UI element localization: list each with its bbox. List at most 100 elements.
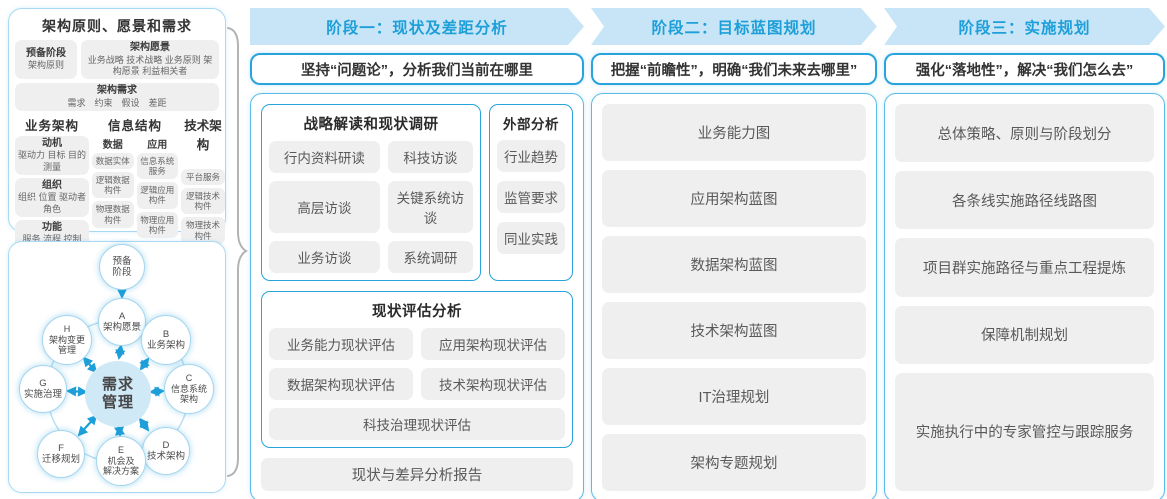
business-architecture-title: 业务架构 [24, 118, 79, 133]
requirement-text: 需求 约束 假设 差距 [67, 97, 167, 108]
gap-analysis-report-box: 现状与差异分析报告 [261, 458, 573, 491]
function-title: 功能 [42, 221, 62, 233]
adm-node-f-migration: F 迁移规划 [37, 430, 85, 478]
item-box: 科技访谈 [387, 141, 473, 173]
item-box: 技术架构现状评估 [421, 368, 565, 400]
architecture-framework-panel: 架构原则、愿景和需求 预备阶段 架构原则 架构愿景 业务战略 技术战略 业务原则… [8, 8, 226, 306]
item-box: 物理数据构件 [92, 201, 134, 228]
requirement-title: 架构需求 [97, 85, 137, 96]
item-box: 监管要求 [497, 181, 565, 213]
adm-node-preliminary: 预备 阶段 [99, 244, 145, 290]
phase-1-slogan: 坚持“问题论”，分析我们当前在哪里 [250, 53, 584, 85]
external-analysis-title: 外部分析 [503, 117, 559, 132]
item-box: 逻辑应用构件 [136, 182, 178, 209]
brace-connector [226, 0, 248, 499]
item-box: 业务访谈 [269, 241, 380, 273]
adm-node-d-technology: D 技术架构 [142, 427, 190, 475]
item-box: 逻辑技术构件 [181, 187, 225, 215]
item-box: 保障机制规划 [895, 305, 1154, 364]
technology-architecture-column: 技术架构 平台服务 逻辑技术构件 物理技术构件 [181, 115, 225, 262]
item-box: 物理技术构件 [181, 217, 225, 244]
item-box: 关键系统访谈 [387, 181, 473, 233]
assessment-box: 现状评估分析 业务能力现状评估 应用架构现状评估 数据架构现状评估 技术架构现状… [261, 291, 573, 448]
adm-node-b-business: B 业务架构 [141, 315, 191, 365]
curly-brace-icon [227, 27, 248, 477]
item-box: 项目群实施路径与重点工程提炼 [895, 238, 1154, 297]
phase-2-items: 业务能力图 应用架构蓝图 数据架构蓝图 技术架构蓝图 IT治理规划 架构专题规划 [602, 104, 866, 491]
item-box: 数据实体 [92, 152, 134, 169]
strategy-research-box: 战略解读和现状调研 行内资料研读 科技访谈 高层访谈 关键系统访谈 业务访谈 系… [261, 104, 481, 281]
application-subtitle: 应用 [147, 139, 168, 151]
item-box: 同业实践 [497, 222, 565, 254]
item-box: 平台服务 [181, 168, 225, 185]
data-subcolumn: 数据 数据实体 逻辑数据构件 物理数据构件 [92, 136, 134, 241]
architecture-vision-box: 架构愿景 业务战略 技术战略 业务原则 架构愿景 利益相关者 [81, 40, 219, 79]
item-box: 业务能力图 [602, 104, 866, 161]
application-subcolumn: 应用 信息系统服务 逻辑应用构件 物理应用构件 [136, 136, 178, 241]
information-structure-title: 信息结构 [107, 118, 162, 133]
data-subtitle: 数据 [102, 139, 123, 151]
item-box: 科技治理现状评估 [269, 408, 565, 440]
motivation-box: 动机 驱动力 目标 目的 测量 [15, 135, 89, 175]
item-box: 物理应用构件 [136, 211, 178, 238]
information-structure-column: 信息结构 数据 数据实体 逻辑数据构件 物理数据构件 应用 信息系统服务 逻辑应… [92, 115, 178, 262]
organization-text: 组织 位置 驱动者 角色 [17, 192, 86, 214]
adm-node-a-vision: A 架构愿景 [98, 298, 146, 346]
item-box: 数据架构现状评估 [269, 368, 413, 400]
prep-phase-text: 架构原则 [27, 60, 64, 71]
item-box: 应用架构蓝图 [602, 170, 866, 227]
framework-panel-title: 架构原则、愿景和需求 [42, 18, 192, 34]
adm-node-c-information-systems: C 信息系统 架构 [164, 364, 214, 414]
item-box: 行业趋势 [497, 140, 565, 172]
phase-3-band: 阶段三：实施规划 [884, 8, 1165, 45]
item-box: 实施执行中的专家管控与跟踪服务 [895, 372, 1154, 491]
phase-3-items: 总体策略、原则与阶段划分 各条线实施路径线路图 项目群实施路径与重点工程提炼 保… [895, 104, 1154, 491]
item-box: 系统调研 [387, 241, 473, 273]
prep-phase-box: 预备阶段 架构原则 [15, 40, 77, 79]
item-box: 数据架构蓝图 [602, 236, 866, 293]
item-box: 高层访谈 [269, 181, 380, 233]
organization-title: 组织 [42, 179, 62, 191]
item-box: 逻辑数据构件 [92, 171, 134, 199]
adm-node-e-opportunities: E 机会及 解决方案 [96, 436, 146, 486]
item-box: 技术架构蓝图 [602, 302, 866, 359]
phase-2-band: 阶段二：目标蓝图规划 [591, 8, 877, 45]
prep-vision-row: 预备阶段 架构原则 架构愿景 业务战略 技术战略 业务原则 架构愿景 利益相关者 [15, 40, 219, 79]
assessment-title: 现状评估分析 [372, 304, 462, 320]
adm-node-g-governance: G 实施治理 [19, 365, 67, 413]
item-box: 信息系统服务 [136, 152, 178, 180]
item-box: 业务能力现状评估 [269, 328, 413, 360]
phase-3: 阶段三：实施规划 强化“落地性”，解决“我们怎么去” 总体策略、原则与阶段划分 … [884, 8, 1165, 499]
technology-architecture-title: 技术架构 [184, 118, 222, 152]
phase-1: 阶段一：现状及差距分析 坚持“问题论”，分析我们当前在哪里 战略解读和现状调研 … [250, 8, 584, 499]
motivation-title: 动机 [42, 137, 62, 149]
phase-2-content: 业务能力图 应用架构蓝图 数据架构蓝图 技术架构蓝图 IT治理规划 架构专题规划 [591, 93, 877, 499]
item-box: 各条线实施路径线路图 [895, 171, 1154, 230]
motivation-text: 驱动力 目标 目的 测量 [17, 150, 86, 172]
architecture-requirement-box: 架构需求 需求 约束 假设 差距 [15, 83, 219, 111]
phase-3-slogan: 强化“落地性”，解决“我们怎么去” [884, 53, 1165, 85]
adm-wheel-panel: 预备 阶段 A 架构愿景 B 业务架构 C 信息系统 架构 D 技术架构 E 机… [8, 241, 226, 493]
phase-1-top-row: 战略解读和现状调研 行内资料研读 科技访谈 高层访谈 关键系统访谈 业务访谈 系… [261, 104, 573, 281]
phase-2: 阶段二：目标蓝图规划 把握“前瞻性”，明确“我们未来去哪里” 业务能力图 应用架… [591, 8, 877, 499]
phase-1-content: 战略解读和现状调研 行内资料研读 科技访谈 高层访谈 关键系统访谈 业务访谈 系… [250, 93, 584, 499]
organization-box: 组织 组织 位置 驱动者 角色 [15, 177, 89, 217]
phases-area: 阶段一：现状及差距分析 坚持“问题论”，分析我们当前在哪里 战略解读和现状调研 … [250, 8, 1165, 499]
architecture-columns: 业务架构 动机 驱动力 目标 目的 测量 组织 组织 位置 驱动者 角色 功能 … [15, 115, 225, 262]
strategy-research-grid: 行内资料研读 科技访谈 高层访谈 关键系统访谈 业务访谈 系统调研 [269, 141, 473, 273]
external-analysis-items: 行业趋势 监管要求 同业实践 [497, 140, 565, 273]
phase-2-slogan: 把握“前瞻性”，明确“我们未来去哪里” [591, 53, 877, 85]
information-subcolumns: 数据 数据实体 逻辑数据构件 物理数据构件 应用 信息系统服务 逻辑应用构件 物… [92, 136, 178, 241]
business-architecture-column: 业务架构 动机 驱动力 目标 目的 测量 组织 组织 位置 驱动者 角色 功能 … [15, 115, 89, 262]
item-box: 总体策略、原则与阶段划分 [895, 104, 1154, 163]
left-column: 架构原则、愿景和需求 预备阶段 架构原则 架构愿景 业务战略 技术战略 业务原则… [8, 8, 226, 493]
phase-3-content: 总体策略、原则与阶段划分 各条线实施路径线路图 项目群实施路径与重点工程提炼 保… [884, 93, 1165, 499]
item-box: 行内资料研读 [269, 141, 380, 173]
vision-text: 业务战略 技术战略 业务原则 架构愿景 利益相关者 [87, 54, 213, 76]
prep-phase-title: 预备阶段 [26, 47, 66, 59]
adm-center-requirements-management: 需求 管理 [85, 361, 151, 427]
adm-node-h-change-management: H 架构变更 管理 [42, 315, 92, 365]
vision-title: 架构愿景 [130, 42, 170, 53]
strategy-research-title: 战略解读和现状调研 [303, 117, 439, 133]
